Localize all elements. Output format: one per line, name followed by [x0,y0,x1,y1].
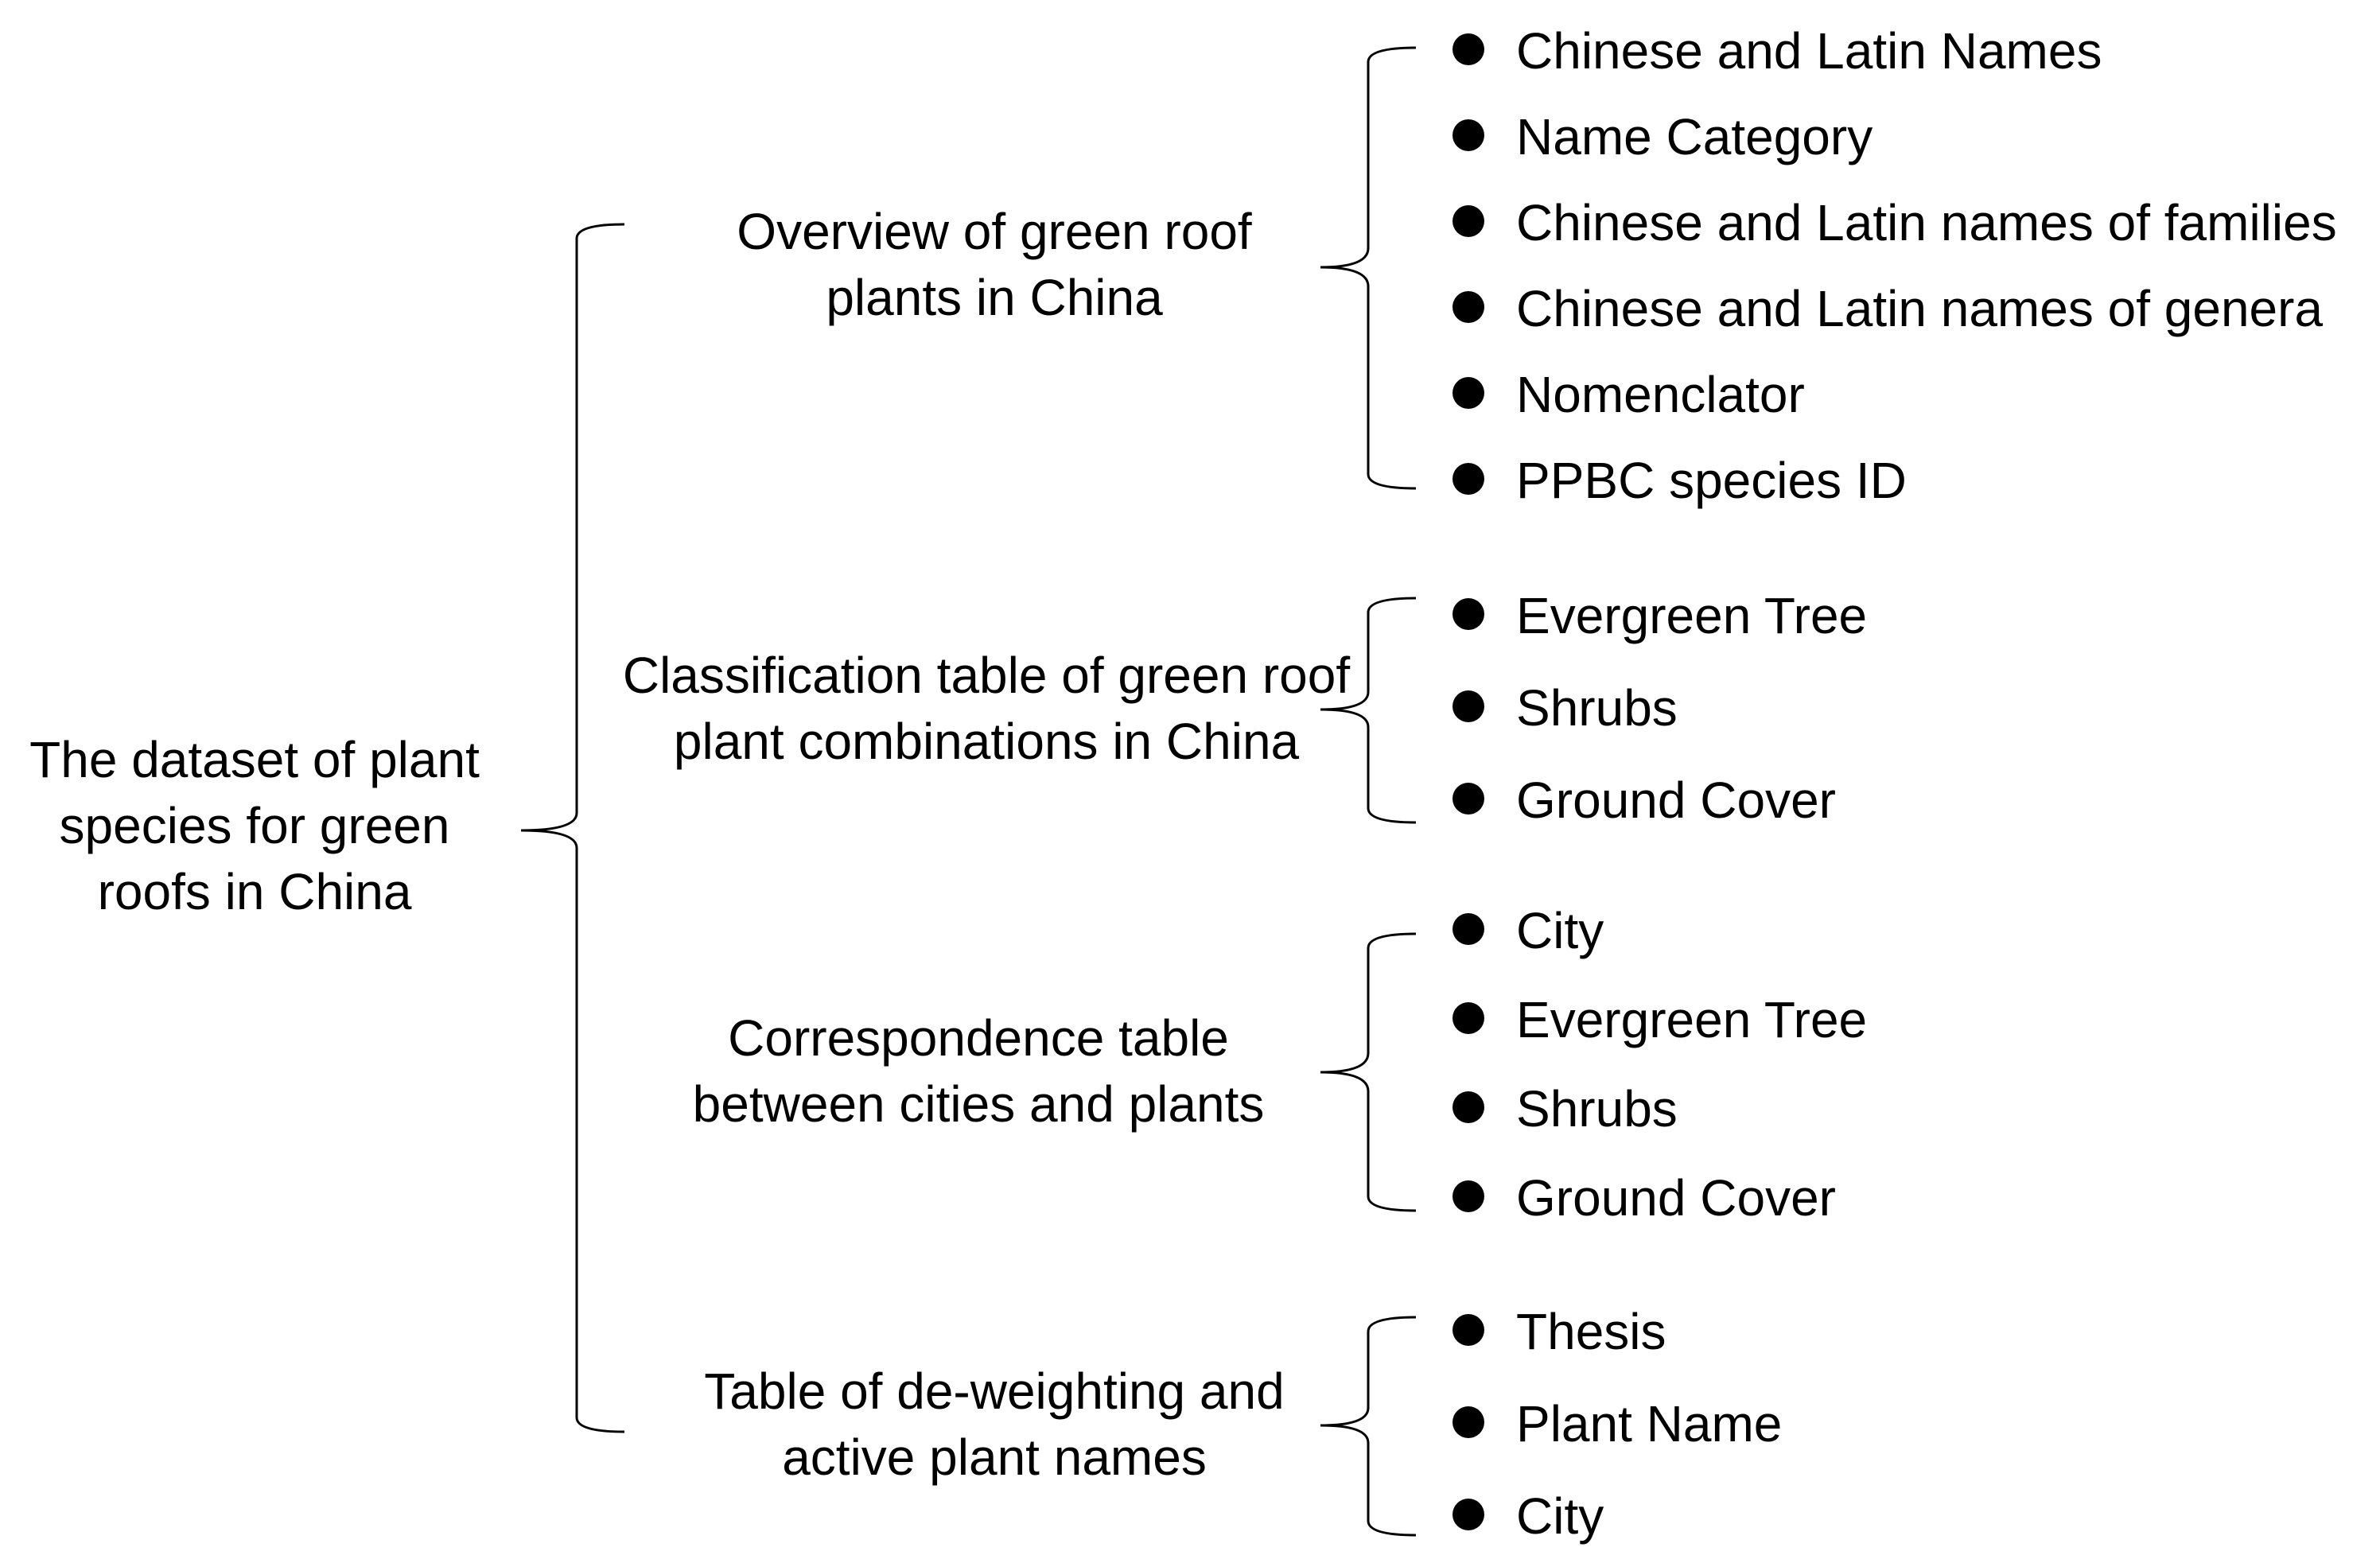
branch-line: Overview of green roof [737,203,1252,260]
leaf-item: PPBC species ID [1516,452,1907,509]
root-bracket [520,223,625,1433]
root-line: roofs in China [97,863,412,921]
leaf-item: Thesis [1516,1303,1666,1360]
leaf-item: Name Category [1516,108,1873,165]
bullet-icon [1452,1091,1484,1123]
leaf-item: Chinese and Latin names of families [1516,194,2337,251]
bullet-icon [1452,690,1484,722]
bullet-icon [1452,1406,1484,1438]
leaf-item: Chinese and Latin names of genera [1516,280,2324,337]
branch-line: active plant names [782,1429,1207,1487]
branch-bracket-3 [1320,932,1417,1212]
bullet-icon [1452,598,1484,630]
bullet-icon [1452,1499,1484,1530]
leaf-item: Shrubs [1516,1080,1678,1137]
branch-line: plant combinations in China [673,713,1300,771]
bullet-icon [1452,33,1484,65]
leaf-item: Plant Name [1516,1395,1783,1452]
bullet-icon [1452,913,1484,945]
leaf-item: Ground Cover [1516,1169,1836,1227]
branch-node-1: Overview of green roof plants in China [628,199,1360,331]
branch-line: Table of de-weighting and [704,1363,1285,1420]
leaf-item: City [1516,1487,1604,1545]
root-line: The dataset of plant [29,731,480,788]
leaf-item: Shrubs [1516,679,1678,737]
branch-bracket-1 [1320,46,1417,490]
leaf-item: Ground Cover [1516,772,1836,829]
bullet-icon [1452,205,1484,237]
bullet-icon [1452,119,1484,151]
branch-bracket-4 [1320,1316,1417,1537]
branch-node-3: Correspondence table between cities and … [612,1005,1344,1137]
leaf-item: Nomenclator [1516,366,1805,423]
leaf-item: City [1516,902,1604,959]
bullet-icon [1452,1180,1484,1212]
bullet-icon [1452,463,1484,495]
leaf-item: Evergreen Tree [1516,991,1868,1048]
branch-line: between cities and plants [692,1075,1265,1133]
root-node: The dataset of plant species for green r… [0,727,509,926]
bullet-icon [1452,377,1484,409]
branch-bracket-2 [1320,597,1417,824]
leaf-item: Chinese and Latin Names [1516,22,2102,80]
root-line: species for green [59,797,450,855]
leaf-item: Evergreen Tree [1516,587,1868,644]
bullet-icon [1452,783,1484,815]
branch-line: Correspondence table [728,1009,1229,1067]
bullet-icon [1452,1314,1484,1346]
branch-line: plants in China [826,269,1163,327]
branch-line: Classification table of green roof [622,647,1351,704]
bullet-icon [1452,1002,1484,1034]
branch-node-2: Classification table of green roof plant… [573,643,1400,775]
branch-node-4: Table of de-weighting and active plant n… [628,1359,1360,1491]
bullet-icon [1452,291,1484,323]
